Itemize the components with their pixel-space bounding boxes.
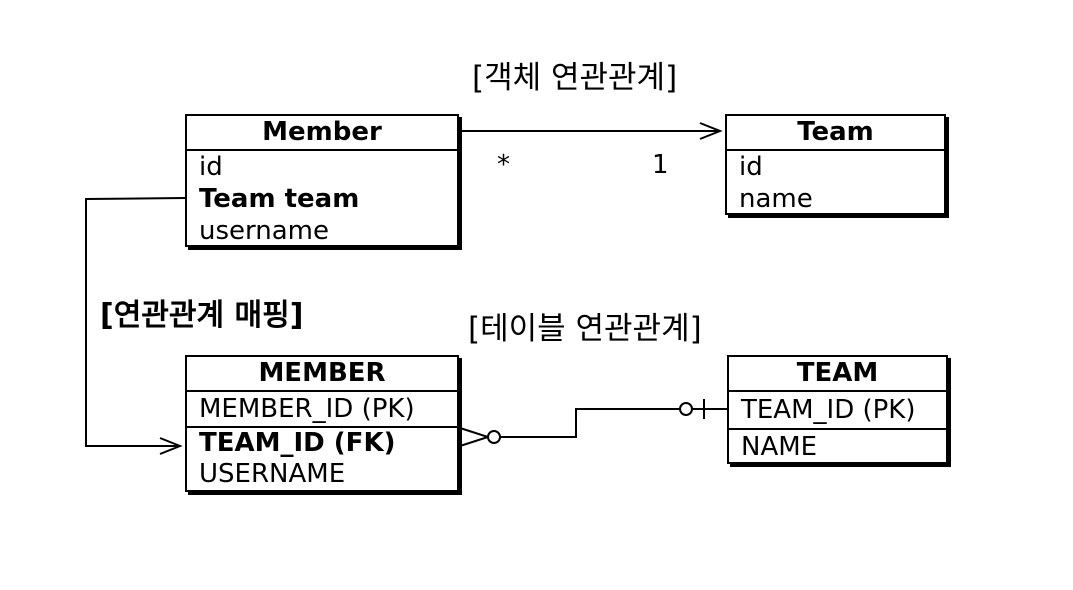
- member-col-pk: MEMBER_ID (PK): [187, 392, 457, 428]
- team-class-box: Team id name: [725, 114, 946, 215]
- member-col-username: USERNAME: [199, 459, 346, 489]
- mapping-line: [85, 197, 186, 447]
- association-arrowhead: [699, 122, 723, 140]
- member-class-box: Member id Team team username: [185, 114, 459, 247]
- mapping-arrowhead: [159, 437, 183, 455]
- er-relation-line: [488, 408, 680, 438]
- member-field-team: Team team: [199, 184, 360, 214]
- member-field-id: id: [199, 152, 223, 182]
- team-field-id: id: [739, 152, 763, 182]
- object-relation-title: [객체 연관관계]: [472, 60, 678, 96]
- team-col-pk: TEAM_ID (PK): [729, 392, 946, 430]
- mapping-title: [연관관계 매핑]: [100, 298, 304, 333]
- crowfoot-many: [459, 427, 492, 447]
- team-field-name: name: [739, 184, 813, 214]
- member-table-box: MEMBER MEMBER_ID (PK) TEAM_ID (FK) USERN…: [185, 355, 459, 492]
- team-table-name: TEAM: [729, 357, 946, 392]
- member-field-username: username: [199, 216, 329, 246]
- multiplicity-many: *: [497, 150, 510, 180]
- optional-circle-team: [679, 402, 693, 416]
- team-table-box: TEAM TEAM_ID (PK) NAME: [727, 355, 948, 464]
- member-col-fk: TEAM_ID (FK): [199, 428, 396, 458]
- team-class-name: Team: [727, 116, 944, 151]
- optional-circle-member: [487, 430, 501, 444]
- table-relation-title: [테이블 연관관계]: [468, 311, 702, 347]
- member-class-name: Member: [187, 116, 457, 151]
- member-table-name: MEMBER: [187, 357, 457, 392]
- multiplicity-one: 1: [652, 150, 669, 180]
- team-col-name: NAME: [741, 432, 818, 462]
